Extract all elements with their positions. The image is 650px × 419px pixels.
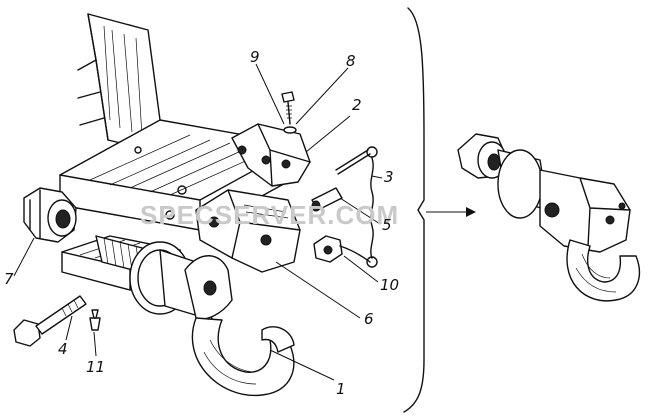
part-6-latch-body xyxy=(195,189,301,273)
part-3-split-pin-chain xyxy=(335,146,378,268)
callout-10: 10 xyxy=(380,276,399,294)
part-5-pin xyxy=(311,187,343,212)
part-10-castle-nut xyxy=(313,235,371,263)
callout-5: 5 xyxy=(382,216,392,234)
callout-6: 6 xyxy=(364,310,374,328)
callout-1: 1 xyxy=(336,380,346,398)
watermark: SPECSERVER.COM xyxy=(140,200,399,230)
callout-7: 7 xyxy=(4,270,14,288)
part-4-bolt xyxy=(13,295,87,347)
callout-11: 11 xyxy=(86,358,105,376)
callout-9: 9 xyxy=(250,48,260,66)
part-8-9-bolt-washer xyxy=(281,91,297,134)
callout-2: 2 xyxy=(352,96,362,114)
part-2-upper-latch xyxy=(231,123,311,187)
arrow-icon xyxy=(466,207,476,217)
assembled-hook xyxy=(457,133,640,302)
leader-lines xyxy=(13,63,476,381)
divider-bracket xyxy=(403,7,425,413)
part-1-hook xyxy=(95,235,295,397)
part-11-grease-fitting xyxy=(89,309,101,331)
callout-8: 8 xyxy=(346,52,356,70)
callout-3: 3 xyxy=(384,168,394,186)
part-7-nut xyxy=(23,187,77,243)
callout-4: 4 xyxy=(58,340,68,358)
